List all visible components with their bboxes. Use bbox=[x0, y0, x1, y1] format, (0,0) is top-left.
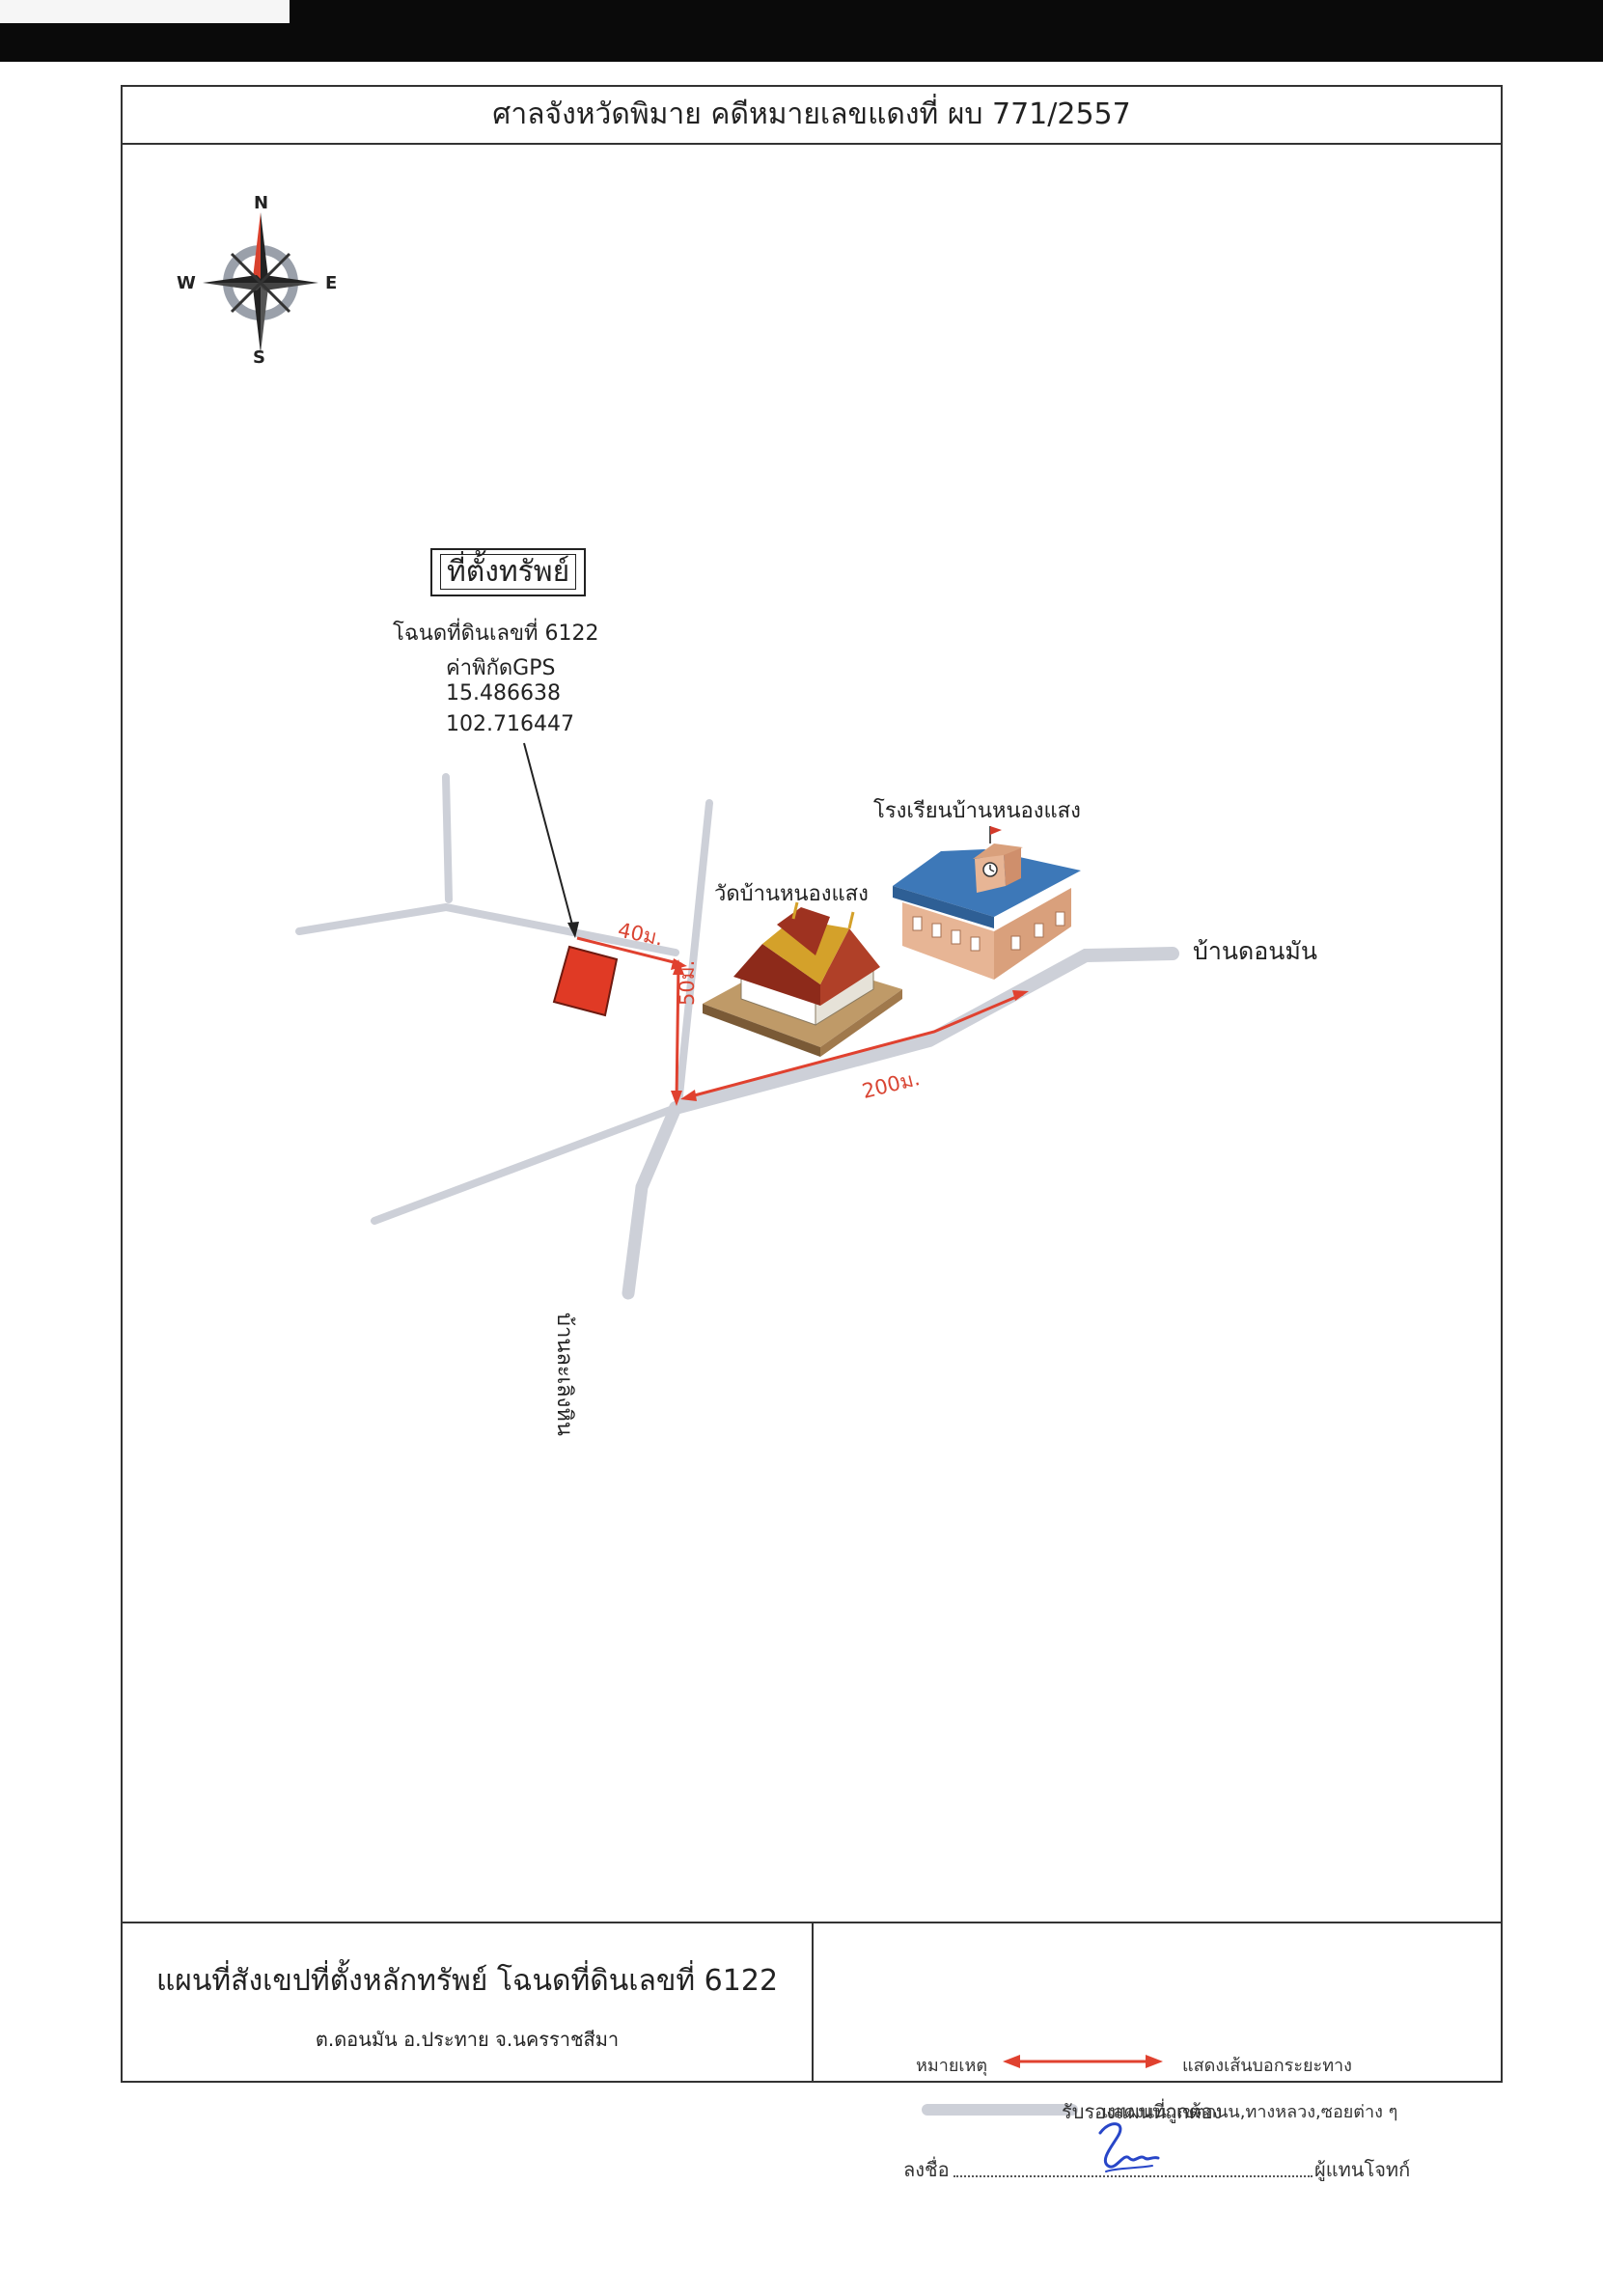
road-northwest bbox=[295, 902, 679, 956]
road-north-spur bbox=[442, 773, 453, 903]
legend-note-label: หมายเหตุ bbox=[916, 2056, 988, 2076]
map-footer: แผนที่สังเขปที่ตั้งหลักทรัพย์ โฉนดที่ดิน… bbox=[123, 1922, 1501, 2122]
map-title: แผนที่สังเขปที่ตั้งหลักทรัพย์ โฉนดที่ดิน… bbox=[155, 1964, 779, 1998]
temple-illustration bbox=[703, 901, 902, 1057]
court-case-header: ศาลจังหวัดพิมาย คดีหมายเลขแดงที่ ผบ 771/… bbox=[123, 87, 1501, 145]
property-parcel bbox=[552, 945, 619, 1017]
route-50m bbox=[675, 964, 680, 1101]
legend-road-text: แสดงแนวเขตถนน,ทางหลวง,ซอยต่าง ๆ bbox=[1102, 2102, 1398, 2122]
legend-road-swatch bbox=[922, 2104, 1078, 2116]
signatory-role: ผู้แทนโจทก์ bbox=[1314, 2158, 1411, 2181]
compass-rose bbox=[203, 212, 318, 353]
distance-routes bbox=[576, 936, 1024, 1101]
road-north-vertical bbox=[675, 799, 713, 1109]
compass-west-label: W bbox=[177, 273, 196, 293]
gps-latitude: 15.486638 bbox=[446, 681, 561, 705]
distance-50m-label: 50ม. bbox=[676, 959, 699, 1006]
ban-don-man-label: บ้านดอนมัน bbox=[1193, 937, 1317, 965]
arrowhead-50m-top bbox=[673, 959, 684, 975]
road-to-ban-don-man bbox=[669, 947, 1179, 1115]
property-title: ที่ตั้งทรัพย์ bbox=[440, 554, 577, 590]
route-200m bbox=[686, 992, 1024, 1099]
arrowhead-200m-start bbox=[680, 1090, 697, 1101]
school-label: โรงเรียนบ้านหนองแสง bbox=[873, 799, 1081, 823]
property-title-box: ที่ตั้งทรัพย์ bbox=[430, 548, 587, 596]
route-40m bbox=[576, 936, 682, 966]
compass-south-label: S bbox=[253, 347, 265, 368]
property-deed: โฉนดที่ดินเลขที่ 6122 bbox=[393, 622, 599, 646]
roads bbox=[295, 773, 1179, 1300]
sign-label: ลงชื่อ bbox=[903, 2158, 950, 2181]
temple-label: วัดบ้านหนองแสง bbox=[714, 882, 869, 906]
legend-route-arrow bbox=[1003, 2055, 1163, 2068]
road-west bbox=[371, 1104, 679, 1225]
property-pointer-arrowhead bbox=[567, 922, 579, 938]
certified-text: รับรองแผนที่ถูกต้อง bbox=[1062, 2100, 1223, 2123]
school-illustration bbox=[893, 826, 1081, 980]
property-pointer-line bbox=[523, 742, 574, 929]
compass-east-label: E bbox=[325, 273, 338, 293]
arrowhead-200m-end bbox=[1012, 990, 1029, 1001]
scan-top-margin bbox=[0, 0, 290, 23]
gps-longitude: 102.716447 bbox=[446, 712, 574, 736]
ban-la-loeng-hin-label: บ้านละเลิงหิน bbox=[552, 1313, 576, 1436]
legend-route-text: แสดงเส้นบอกระยะทาง bbox=[1182, 2056, 1352, 2076]
signature-line bbox=[954, 2175, 1313, 2177]
signature-mark bbox=[1098, 2122, 1160, 2172]
road-south bbox=[622, 1101, 682, 1300]
map-frame: ศาลจังหวัดพิมาย คดีหมายเลขแดงที่ ผบ 771/… bbox=[121, 85, 1503, 2122]
map-location: ต.ดอนมัน อ.ประทาย จ.นครราชสีมา bbox=[315, 2028, 620, 2051]
arrowhead-50m-bottom bbox=[671, 1091, 682, 1106]
compass-north-label: N bbox=[254, 193, 269, 213]
footer-title-cell: แผนที่สังเขปที่ตั้งหลักทรัพย์ โฉนดที่ดิน… bbox=[123, 1923, 814, 2083]
gps-label: ค่าพิกัดGPS bbox=[446, 656, 556, 680]
